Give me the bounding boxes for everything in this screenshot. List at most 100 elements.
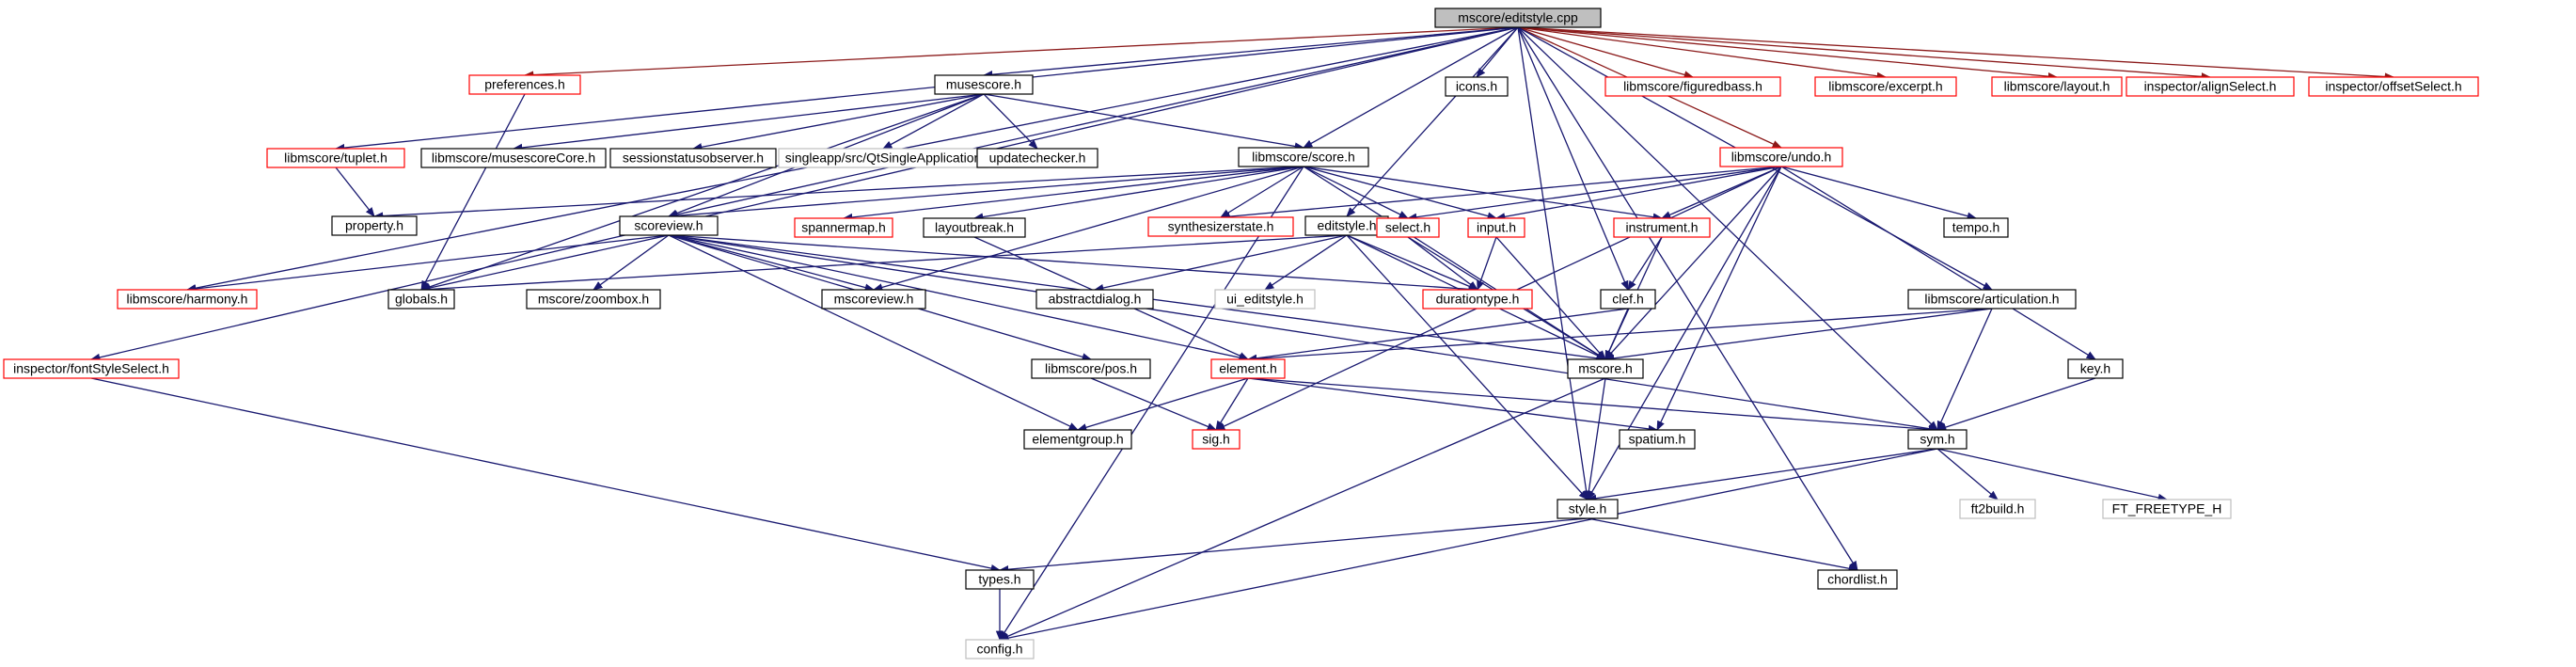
node-zoombox-h[interactable]: mscore/zoombox.h xyxy=(526,289,661,310)
node-label: editstyle.h xyxy=(1317,218,1376,233)
node-box xyxy=(1817,569,1898,590)
node-mscore-h[interactable]: mscore.h xyxy=(1567,358,1644,379)
node-qtsingleapp[interactable]: singleapp/src/QtSingleApplication xyxy=(778,148,988,168)
edge-score_h-to-instrument_h xyxy=(1303,166,1664,221)
node-tempo-h[interactable]: tempo.h xyxy=(1943,217,2009,238)
node-ft2build-h[interactable]: ft2build.h xyxy=(1959,499,2036,519)
node-style-h[interactable]: style.h xyxy=(1557,499,1619,519)
node-box xyxy=(1991,76,2123,97)
edge-musescore_h-to-score_h xyxy=(983,93,1305,151)
node-pos-h[interactable]: libmscore/pos.h xyxy=(1031,358,1151,379)
node-label: mscore/editstyle.cpp xyxy=(1458,10,1578,25)
edge-scoreview_h-to-mscoreview_h xyxy=(668,234,876,292)
edge-select_h-to-durationtype_h xyxy=(1407,236,1478,291)
node-label: preferences.h xyxy=(484,77,565,92)
node-durationtype-h[interactable]: durationtype.h xyxy=(1422,289,1533,310)
node-sessionstatusobserver-h[interactable]: sessionstatusobserver.h xyxy=(609,148,777,168)
node-property-h[interactable]: property.h xyxy=(331,215,418,236)
node-preferences-h[interactable]: preferences.h xyxy=(468,74,581,95)
node-musescorecore-h[interactable]: libmscore/musescoreCore.h xyxy=(420,148,607,168)
node-layoutbreak-h[interactable]: layoutbreak.h xyxy=(923,217,1026,238)
node-musescore-h[interactable]: musescore.h xyxy=(934,74,1034,95)
node-box xyxy=(1567,358,1644,379)
node-undo-h[interactable]: libmscore/undo.h xyxy=(1719,147,1843,167)
node-excerpt-h[interactable]: libmscore/excerpt.h xyxy=(1814,76,1957,97)
node-box xyxy=(923,217,1026,238)
node-alignselect-h[interactable]: inspector/alignSelect.h xyxy=(2126,76,2295,97)
edge-mscore_h-to-config_h xyxy=(999,377,1606,641)
node-spatium-h[interactable]: spatium.h xyxy=(1619,429,1696,450)
node-ui-editstyle-h[interactable]: ui_editstyle.h xyxy=(1214,289,1316,310)
node-label: sig.h xyxy=(1202,432,1230,447)
node-instrument-h[interactable]: instrument.h xyxy=(1613,217,1711,238)
edge-undo_h-to-synthesizerstate_h xyxy=(1219,166,1782,221)
edge-fontstyleselect_h-to-types_h xyxy=(90,377,1002,573)
node-label: sessionstatusobserver.h xyxy=(623,151,764,166)
node-box xyxy=(1376,217,1440,238)
node-key-h[interactable]: key.h xyxy=(2067,358,2124,379)
edge-sym_h-to-config_h xyxy=(998,448,1938,643)
edge-editstyle_cpp-to-tuplet_h xyxy=(334,26,1519,152)
node-sig-h[interactable]: sig.h xyxy=(1192,429,1241,450)
edge-articulation_h-to-element_h xyxy=(1246,308,1993,363)
edge-instrument_h-to-clef_h xyxy=(1627,236,1663,291)
node-scoreview-h[interactable]: scoreview.h xyxy=(619,215,719,236)
edge-editstyle_cpp-to-figuredbass_h xyxy=(1517,26,1695,79)
edge-score_h-to-property_h xyxy=(372,166,1304,220)
node-clef-h[interactable]: clef.h xyxy=(1600,289,1656,310)
node-editstyle-cpp[interactable]: mscore/editstyle.cpp xyxy=(1434,8,1602,28)
node-box xyxy=(1619,429,1696,450)
node-label: mscoreview.h xyxy=(834,292,914,307)
edge-pos_h-to-sig_h xyxy=(1090,377,1217,431)
node-input-h[interactable]: input.h xyxy=(1467,217,1525,238)
edge-preferences_h-to-globals_h xyxy=(420,93,526,291)
node-offsetselect-h[interactable]: inspector/offsetSelect.h xyxy=(2308,76,2479,97)
node-tuplet-h[interactable]: libmscore/tuplet.h xyxy=(266,148,405,168)
node-elementgroup-h[interactable]: elementgroup.h xyxy=(1023,429,1132,450)
node-editstyle-h[interactable]: editstyle.h xyxy=(1304,215,1389,236)
node-select-h[interactable]: select.h xyxy=(1376,217,1440,238)
edge-musescore_h-to-sessionstatusobserver_h xyxy=(691,93,985,151)
node-articulation-h[interactable]: libmscore/articulation.h xyxy=(1907,289,2077,310)
node-icons-h[interactable]: icons.h xyxy=(1445,76,1509,97)
node-figuredbass-h[interactable]: libmscore/figuredbass.h xyxy=(1604,76,1781,97)
node-label: libmscore/figuredbass.h xyxy=(1623,79,1762,94)
node-layout-h[interactable]: libmscore/layout.h xyxy=(1991,76,2123,97)
node-sym-h[interactable]: sym.h xyxy=(1907,429,1968,450)
node-chordlist-h[interactable]: chordlist.h xyxy=(1817,569,1898,590)
edge-editstyle_cpp-to-editstyle_h xyxy=(1346,26,1519,217)
node-spannermap-h[interactable]: spannermap.h xyxy=(794,217,893,238)
node-label: elementgroup.h xyxy=(1032,432,1123,447)
node-box xyxy=(1557,499,1619,519)
node-box xyxy=(1445,76,1509,97)
edge-clef_h-to-element_h xyxy=(1246,308,1629,362)
node-mscoreview-h[interactable]: mscoreview.h xyxy=(821,289,926,310)
edge-editstyle_cpp-to-clef_h xyxy=(1517,26,1629,291)
node-harmony-h[interactable]: libmscore/harmony.h xyxy=(117,289,258,310)
node-synthesizerstate-h[interactable]: synthesizerstate.h xyxy=(1147,216,1294,237)
node-score-h[interactable]: libmscore/score.h xyxy=(1238,147,1369,167)
node-globals-h[interactable]: globals.h xyxy=(387,289,455,310)
edge-element_h-to-sig_h xyxy=(1215,377,1249,431)
edge-score_h-to-layoutbreak_h xyxy=(972,166,1304,221)
edge-score_h-to-spannermap_h xyxy=(842,166,1304,222)
node-layer: mscore/editstyle.cpp preferences.h musesco… xyxy=(3,8,2479,659)
node-updatechecker-h[interactable]: updatechecker.h xyxy=(976,148,1098,168)
node-element-h[interactable]: element.h xyxy=(1210,358,1286,379)
node-types-h[interactable]: types.h xyxy=(965,569,1035,590)
node-label: mscore/zoombox.h xyxy=(538,292,649,307)
node-config-h[interactable]: config.h xyxy=(965,639,1035,659)
edge-editstyle_h-to-globals_h xyxy=(419,234,1348,294)
edge-sym_h-to-style_h xyxy=(1586,448,1938,502)
node-ft-freetype-h[interactable]: FT_FREETYPE_H xyxy=(2102,499,2232,519)
node-abstractdialog-h[interactable]: abstractdialog.h xyxy=(1035,289,1154,310)
node-box xyxy=(1192,429,1241,450)
node-box xyxy=(1600,289,1656,310)
edge-undo_h-to-tempo_h xyxy=(1780,166,1978,220)
node-box xyxy=(420,148,607,168)
edge-key_h-to-sym_h xyxy=(1936,377,2096,432)
edge-editstyle_cpp-to-musescore_h xyxy=(982,26,1519,79)
node-box xyxy=(965,639,1035,659)
node-fontstyleselect-h[interactable]: inspector/fontStyleSelect.h xyxy=(3,358,180,379)
node-box xyxy=(1959,499,2036,519)
